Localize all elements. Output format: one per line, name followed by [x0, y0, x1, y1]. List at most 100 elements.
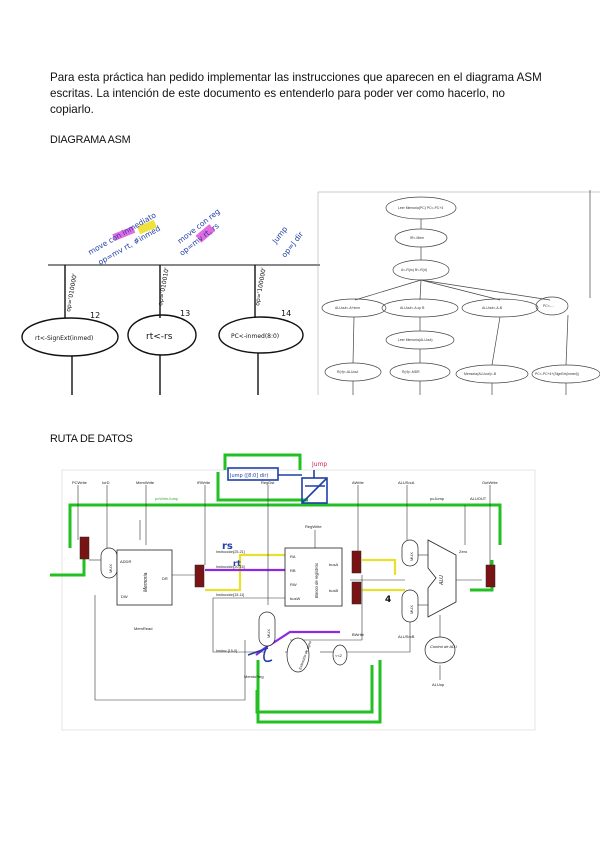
sig-regdst: RegDst	[261, 480, 275, 485]
datapath	[50, 453, 536, 731]
rf-port-rw: RW	[290, 582, 297, 587]
sig-outwrite: OutWrite	[482, 480, 498, 485]
alu-control-block	[424, 636, 456, 664]
aluout-register	[485, 564, 496, 588]
asm-state-13	[127, 314, 197, 356]
asm-printed-s10-label: Memoria(ALUout)<-B	[464, 372, 497, 376]
regfile-label: Banco de registros	[314, 562, 319, 598]
instr-field-20-16: Instrucción[20-16]	[216, 565, 245, 569]
asm-printed-s9	[389, 362, 451, 382]
instr-field-25-21: Instrucción[25-21]	[216, 550, 245, 554]
asm-printed-s6-label: PC<-...	[543, 304, 554, 308]
asm-printed-s7-label: Leer Memoria(ALUout)	[398, 338, 432, 342]
b-register	[351, 581, 362, 605]
asm-num-13: 13	[180, 309, 190, 318]
heading-asm: DIAGRAMA ASM	[50, 134, 131, 146]
instr-field-15-0: Instruc.[15-0]	[216, 649, 237, 653]
mem-port-dr: DR	[162, 576, 168, 581]
register-file-block	[284, 547, 343, 607]
sig-memread: MemRead	[134, 626, 152, 631]
mem-port-dw: DW	[121, 594, 128, 599]
registers	[79, 536, 496, 605]
instr-field-15-11: Instrucción[15-11]	[216, 593, 244, 597]
highlight-magenta-13	[195, 224, 216, 243]
asm-state-14-label: PC<-inmed(8:0)	[231, 333, 279, 340]
sig-pcjump: pcJump	[430, 496, 445, 501]
hand-jump-dir: Jump ([8:0] dir)	[229, 473, 268, 479]
sign-extend-block	[286, 637, 310, 673]
asm-num-12: 12	[90, 311, 100, 320]
alu-control-label: Control de ALU	[430, 644, 457, 649]
wiring	[77, 485, 491, 701]
asm-printed-s2-label: A<-R(rs) B<-R(rt)	[401, 268, 427, 272]
a-register	[351, 550, 362, 574]
sig-memtoreg: MemtoReg	[244, 674, 264, 679]
pc-register	[79, 536, 90, 560]
hand-four: 4	[385, 595, 391, 605]
asm-state-14	[218, 316, 304, 354]
mux-alusrcb-label: MUX	[409, 605, 414, 614]
asm-state-12-label: rt<-SignExt(inmed)	[35, 335, 93, 342]
sig-memwrite: MemWrite	[136, 480, 155, 485]
sig-bwrite: BWrite	[352, 632, 365, 637]
rf-port-busa: busA	[329, 562, 338, 567]
yellow-paths	[205, 553, 405, 592]
sig-iord: IorD	[102, 480, 110, 485]
ir-register	[194, 564, 205, 588]
alu-op-label: ALUop	[432, 682, 445, 687]
sig-pcwrite: PCWrite	[72, 480, 88, 485]
asm-printed-s0-label: Leer Memoria(PC) PC<-PC+4	[398, 206, 443, 210]
rf-port-ra: RA	[290, 554, 296, 559]
sig-pcwritejump: pcWriteJump	[155, 496, 179, 501]
mux-iord-label: MUX	[108, 564, 113, 573]
sig-alusrca: ALUSrcA	[398, 480, 415, 485]
datapath-hand-notes: Jump ([8:0] dir) Jump rs rt 4	[222, 461, 391, 605]
shift-label: <<2	[335, 653, 343, 658]
mux-alusrcb	[401, 589, 419, 623]
asm-printed-s11-label: PC<-PC+4+(SignExt(inmed))	[535, 372, 579, 376]
highlight-yellow-12	[137, 219, 157, 235]
asm-num-14: 14	[281, 309, 291, 318]
highlight-magenta-12	[112, 226, 136, 241]
mux-regdst-label: MUX	[266, 629, 271, 638]
blue-annotations	[227, 467, 328, 663]
asm-handwritten	[21, 264, 320, 395]
asm-state-13-label: rt<-rs	[146, 332, 173, 342]
asm-op-13: op='010010'	[157, 267, 171, 307]
alu-zero-label: Zero	[459, 549, 468, 554]
asm-printed-s5-label: ALUout<-A-B	[482, 306, 503, 310]
datapath-labels: PCWrite IorD MemWrite IRWrite RegDst AWr…	[72, 480, 498, 687]
asm-note-14a: Jump	[270, 225, 290, 247]
sig-awrite: AWrite	[352, 480, 365, 485]
shift-left-block	[332, 644, 348, 666]
asm-printed-s1-label: IR<-Mem	[410, 236, 424, 240]
rf-port-busb: busB	[329, 588, 338, 593]
asm-op-14: op='100000'	[254, 267, 268, 307]
asm-printed-s6	[535, 296, 569, 316]
asm-printed-s4-label: ALUout<-A op B	[400, 306, 425, 310]
mux-alusrca-label: MUX	[409, 552, 414, 561]
mux-regdst	[258, 611, 276, 647]
asm-printed-s9-label: R(rt)<-MDR	[402, 370, 420, 374]
sig-regwrite: RegWrite	[305, 524, 322, 529]
asm-state-12	[21, 317, 119, 357]
memory-block	[116, 549, 173, 606]
alu-out-label: ALUOUT	[470, 496, 487, 501]
muxes	[100, 539, 419, 647]
intro-paragraph: Para esta práctica han pedido implementa…	[50, 71, 542, 116]
rf-port-busw: busW	[290, 596, 300, 601]
asm-printed	[317, 190, 600, 395]
sig-irwrite: IRWrite	[197, 480, 211, 485]
asm-printed-s8-label: R(rt)<-ALUout	[337, 370, 358, 374]
hand-jump: Jump	[311, 461, 327, 468]
sig-alusrcb: ALUSrcB	[398, 634, 415, 639]
alu-block	[427, 539, 457, 618]
rf-port-rb: RB	[290, 568, 296, 573]
memory-label: Memoria	[143, 572, 149, 592]
hand-rs: rs	[222, 541, 233, 552]
asm-op-12: op='010000'	[65, 273, 79, 313]
alu-label: ALU	[439, 575, 445, 586]
heading-datapath: RUTA DE DATOS	[50, 433, 133, 445]
hand-rt: rt	[233, 559, 241, 568]
